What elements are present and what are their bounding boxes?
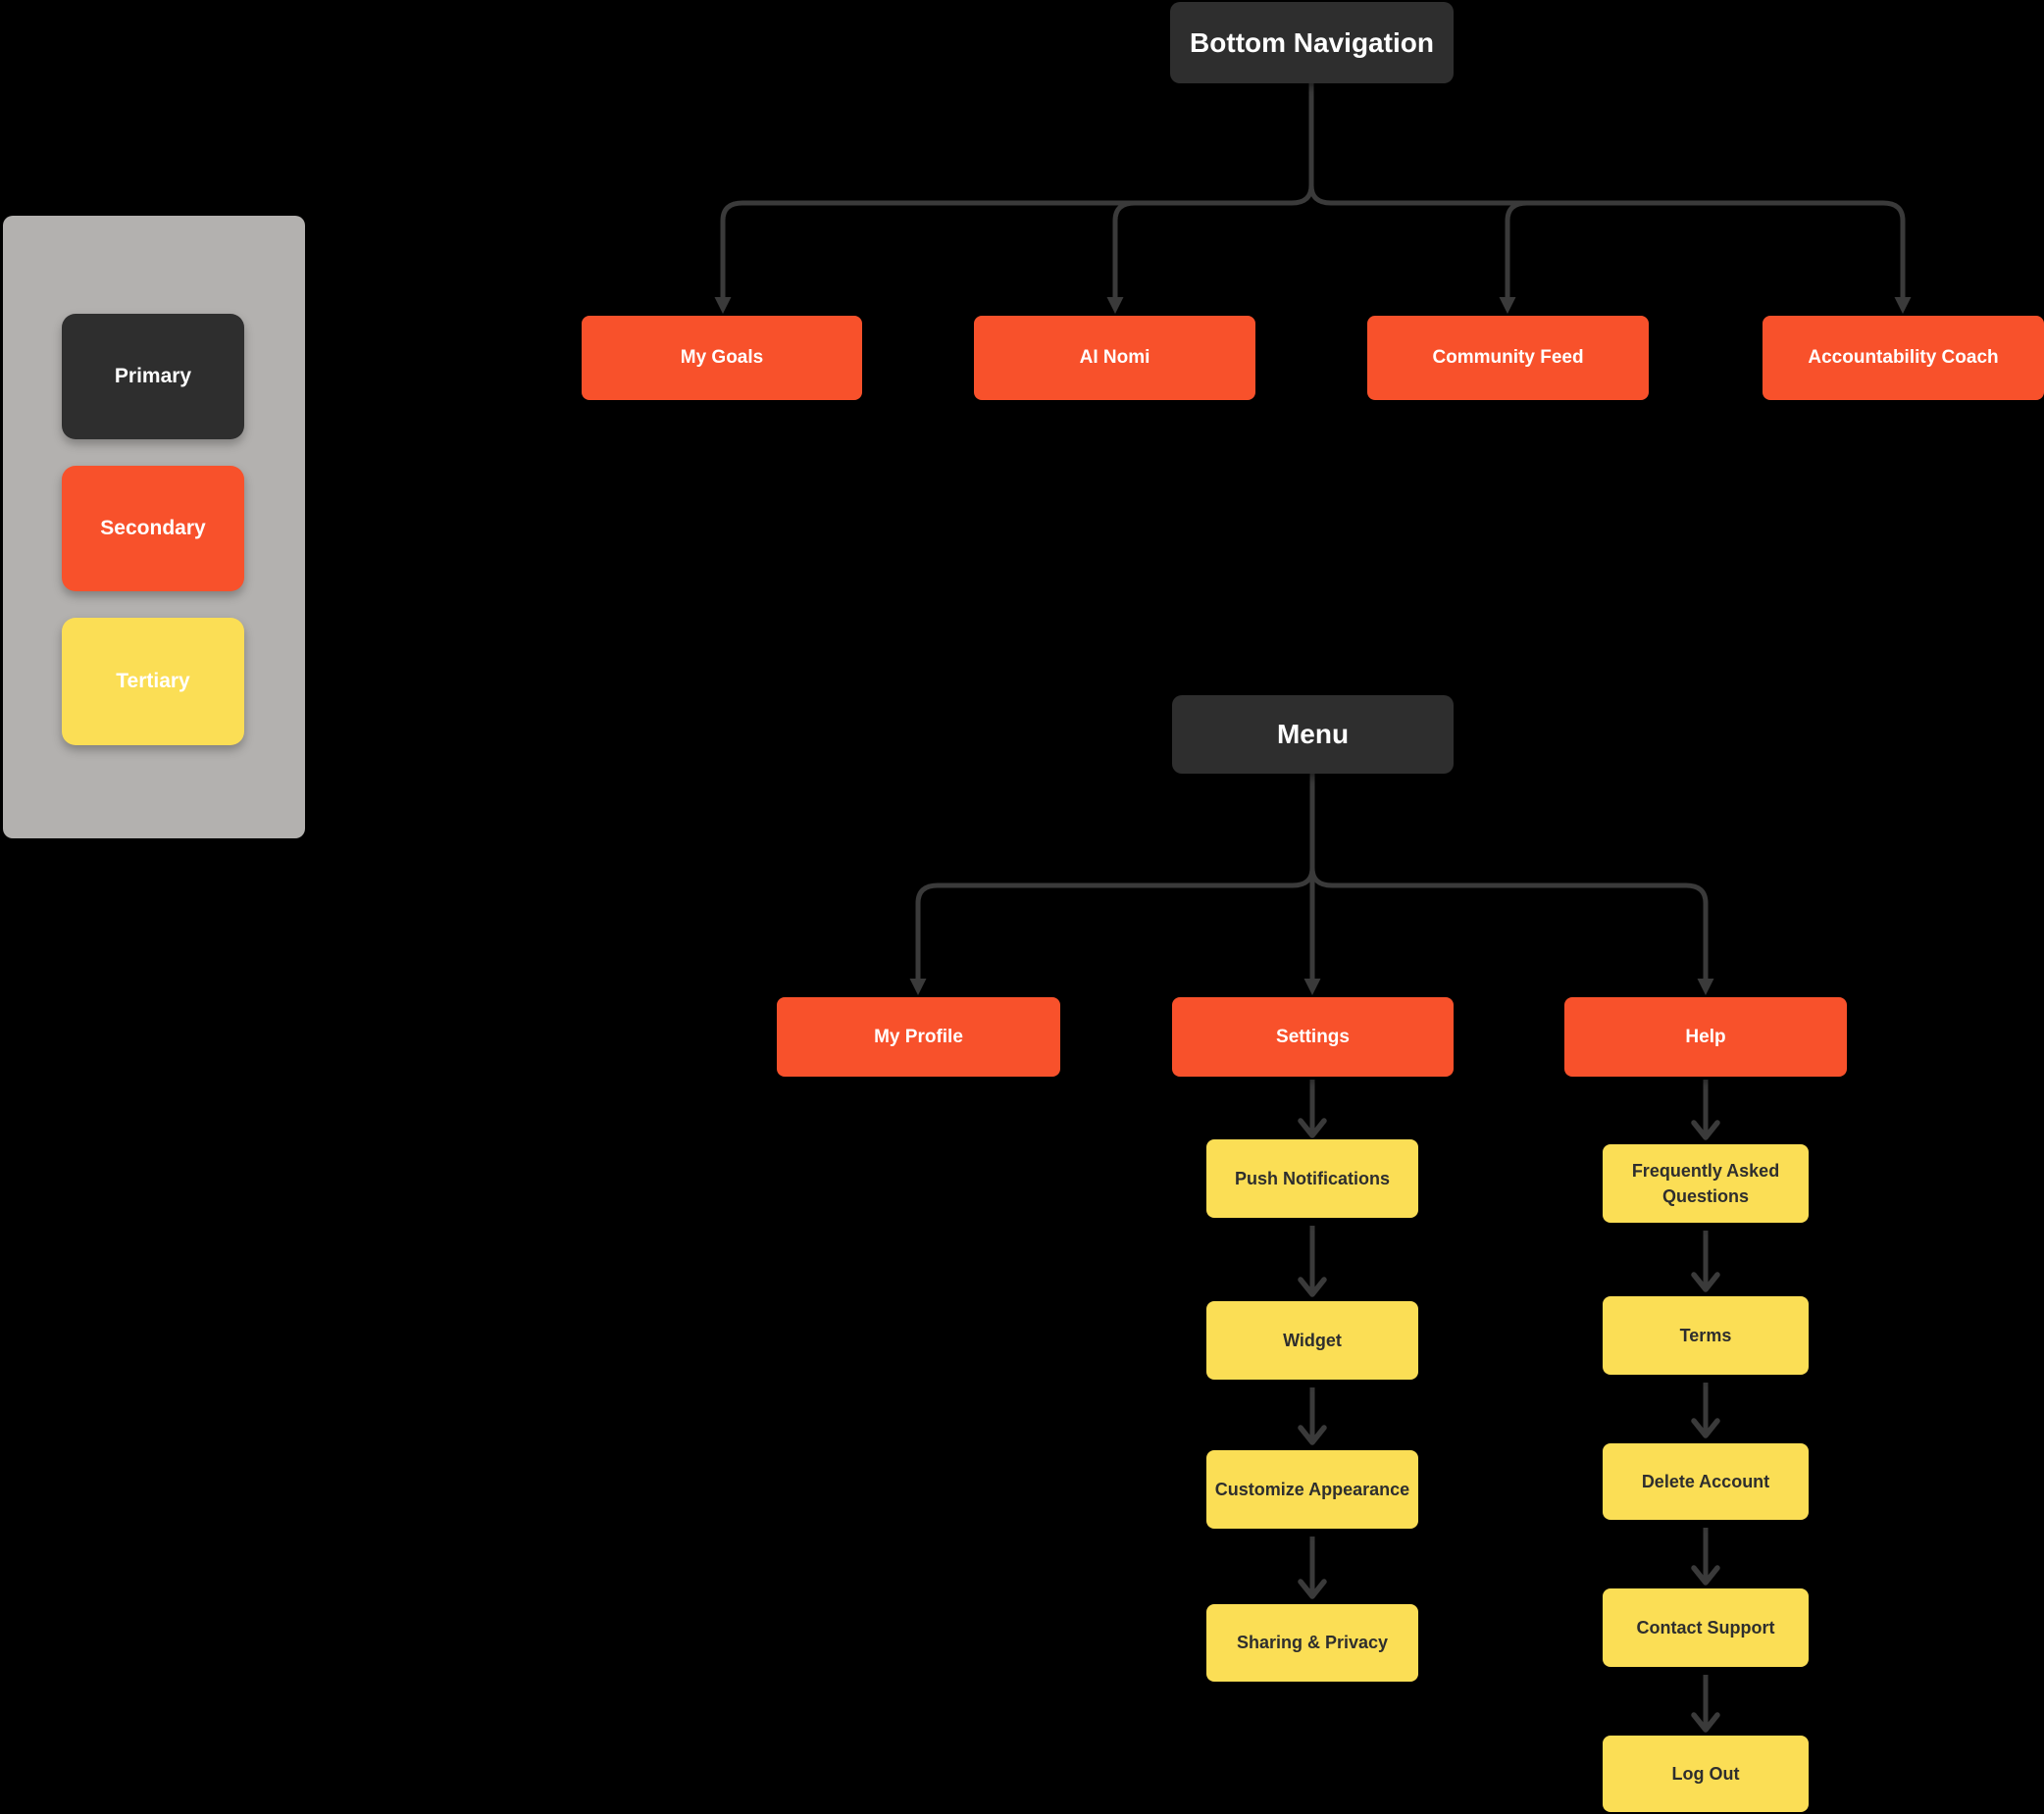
node-sharing-privacy[interactable]: Sharing & Privacy xyxy=(1206,1604,1418,1682)
legend-swatch-primary[interactable]: Primary xyxy=(62,314,244,439)
node-label: Log Out xyxy=(1671,1763,1740,1784)
node-label: Push Notifications xyxy=(1234,1168,1390,1188)
legend-swatch-tertiary[interactable]: Tertiary xyxy=(62,618,244,745)
legend-swatch-secondary[interactable]: Secondary xyxy=(62,466,244,591)
node-accountability-coach[interactable]: Accountability Coach xyxy=(1763,316,2044,400)
node-my-goals[interactable]: My Goals xyxy=(582,316,862,400)
node-terms[interactable]: Terms xyxy=(1603,1296,1809,1375)
node-customize-appearance[interactable]: Customize Appearance xyxy=(1206,1450,1418,1529)
node-label: Help xyxy=(1685,1026,1726,1047)
node-settings[interactable]: Settings xyxy=(1172,997,1454,1077)
node-my-profile[interactable]: My Profile xyxy=(777,997,1060,1077)
node-contact-support[interactable]: Contact Support xyxy=(1603,1588,1809,1667)
legend-panel: Primary Secondary Tertiary xyxy=(3,216,305,838)
node-widget[interactable]: Widget xyxy=(1206,1301,1418,1380)
node-label: Community Feed xyxy=(1432,347,1584,368)
node-frequently-asked-questions[interactable]: Frequently Asked Questions xyxy=(1603,1144,1809,1223)
node-community-feed[interactable]: Community Feed xyxy=(1367,316,1649,400)
node-label: My Goals xyxy=(680,347,764,368)
node-label: Terms xyxy=(1679,1325,1732,1345)
node-label: Contact Support xyxy=(1636,1617,1775,1638)
node-label: Customize Appearance xyxy=(1214,1479,1410,1499)
node-ai-nomi[interactable]: AI Nomi xyxy=(974,316,1255,400)
node-log-out[interactable]: Log Out xyxy=(1603,1736,1809,1812)
node-label: Delete Account xyxy=(1641,1471,1770,1491)
node-label: AI Nomi xyxy=(1079,347,1150,368)
node-label: Settings xyxy=(1276,1026,1350,1047)
node-label: My Profile xyxy=(874,1026,963,1047)
node-help[interactable]: Help xyxy=(1564,997,1847,1077)
connector-menu-tree xyxy=(909,774,1714,995)
node-push-notifications[interactable]: Push Notifications xyxy=(1206,1139,1418,1218)
node-label: Frequently Asked Questions xyxy=(1631,1160,1780,1206)
connector-bottom-nav-tree xyxy=(714,83,1912,314)
node-label: Widget xyxy=(1283,1330,1342,1350)
legend-label-primary: Primary xyxy=(114,365,192,387)
legend-label-secondary: Secondary xyxy=(100,517,206,539)
node-bottom-navigation[interactable]: Bottom Navigation xyxy=(1170,2,1454,83)
legend-label-tertiary: Tertiary xyxy=(116,670,190,692)
node-label: Bottom Navigation xyxy=(1190,26,1434,58)
node-delete-account[interactable]: Delete Account xyxy=(1603,1443,1809,1520)
node-label: Menu xyxy=(1276,719,1350,749)
node-menu[interactable]: Menu xyxy=(1172,695,1454,774)
node-label: Accountability Coach xyxy=(1808,347,1999,368)
node-label: Sharing & Privacy xyxy=(1236,1633,1389,1653)
